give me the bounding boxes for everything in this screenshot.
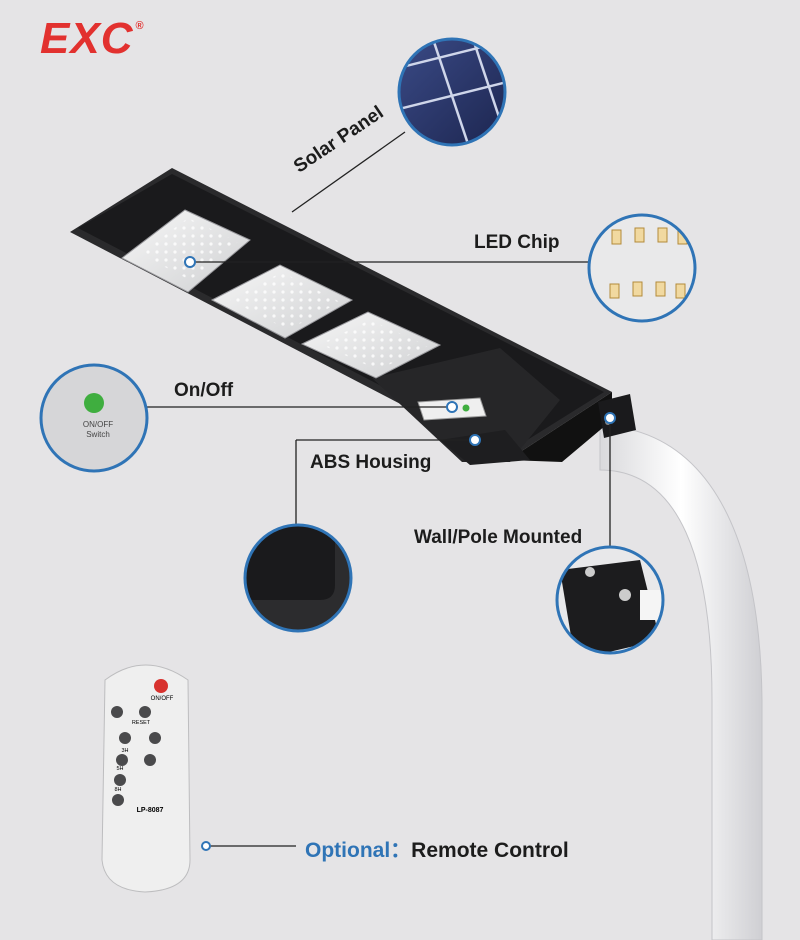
remote-power-button <box>154 679 168 693</box>
svg-text:3H: 3H <box>121 748 128 754</box>
optional-text: Optional <box>305 839 391 862</box>
mount-bracket <box>598 394 636 438</box>
svg-text:8H: 8H <box>114 787 121 793</box>
label-wall-pole-mounted: Wall/Pole Mounted <box>414 527 583 548</box>
zoom-on-off-switch: ON/OFF Switch <box>39 363 149 473</box>
zoom-led-chip <box>587 213 697 323</box>
svg-text:ON/OFF: ON/OFF <box>151 696 174 702</box>
optional-remote-label: Optional：Remote Control <box>305 834 569 864</box>
label-abs-housing: ABS Housing <box>310 452 432 473</box>
callout-dots <box>184 256 616 851</box>
optional-separator: ： <box>390 839 412 862</box>
lamp-body <box>70 168 612 465</box>
switch-led <box>462 404 470 412</box>
zoom-abs-housing <box>243 523 353 633</box>
zoom-solar-panel <box>397 37 507 147</box>
svg-text:RESET: RESET <box>132 720 151 726</box>
pole <box>599 424 763 940</box>
svg-text:ON/OFF: ON/OFF <box>83 420 113 429</box>
remote-control: ON/OFF RESET 3H 5H 8H LP-8087 <box>101 664 191 893</box>
led-panels <box>121 209 442 379</box>
svg-text:5H: 5H <box>116 766 123 772</box>
zoom-wall-pole-mount <box>555 545 665 655</box>
remote-control-text: Remote Control <box>411 839 569 862</box>
label-on-off: On/Off <box>174 380 234 401</box>
callout-lines <box>146 131 611 847</box>
svg-text:LP-8087: LP-8087 <box>137 807 164 814</box>
label-led-chip: LED Chip <box>474 232 560 253</box>
switch-button-icon <box>84 393 104 413</box>
brand-logo: EXC® <box>40 14 145 63</box>
svg-text:Switch: Switch <box>86 430 110 439</box>
